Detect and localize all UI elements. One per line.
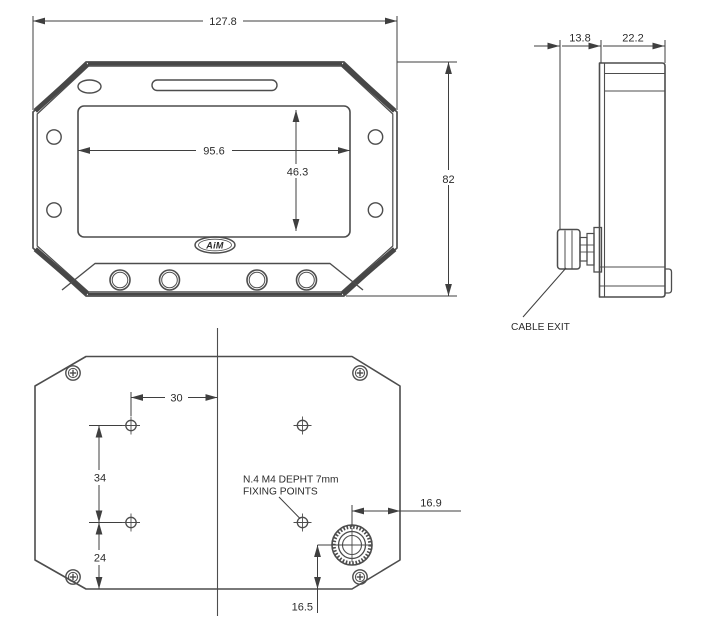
button-strip [61,262,364,291]
dimension-fixing-span-vertical: 34 [88,425,122,523]
fixing-point [122,513,140,532]
corner-screws [65,365,368,585]
light-sensor-oval [77,79,102,94]
front-view: AiM 127.8 82 [32,14,458,297]
back-view: 30 34 24 16.9 16.5 [34,328,461,616]
dim-label-overall-height: 82 [442,174,454,186]
top-slot [151,79,278,92]
dimension-display-width: 95.6 [78,144,350,158]
dim-label-fixing-span-horizontal: 30 [170,393,182,405]
side-body-lines [599,72,665,287]
corner-screw [352,365,368,381]
dimension-fixing-bottom-offset: 24 [88,522,111,589]
fixing-point [293,416,312,435]
front-housing-chamfer-shading [33,62,397,296]
dimension-gland-edge-offset: 16.9 [351,498,461,527]
side-body-outline [598,62,666,298]
aim-logo: AiM [194,236,236,254]
push-button-inner [298,271,315,289]
mounting-hole [46,129,62,145]
mounting-hole [46,202,62,218]
dim-label-gland-edge-offset: 16.9 [420,498,441,510]
dim-label-fixing-bottom-offset: 24 [94,553,106,565]
push-button [109,269,131,291]
fixing-note-line2: FIXING POINTS [243,487,318,498]
dimension-gland-bottom-offset: 16.5 [292,544,352,614]
dim-label-gland-bottom-offset: 16.5 [292,602,313,614]
aim-logo-text: AiM [205,240,224,250]
fixing-point [293,513,312,532]
side-rear-bump [665,268,673,294]
corner-screw [65,365,81,381]
dimension-overall-width: 127.8 [32,14,398,110]
cable-gland-side [556,226,603,273]
dim-label-bezel-depth: 13.8 [569,33,590,45]
front-housing-outline-inner [36,65,394,293]
dim-label-display-height: 46.3 [287,167,308,179]
mounting-hole [367,202,384,218]
dim-label-body-depth: 22.2 [622,33,643,45]
dimension-depths: 13.8 22.2 [534,33,666,229]
push-button [295,269,318,291]
front-mounting-holes [46,129,384,218]
push-button [158,269,181,291]
fixing-points [122,416,312,532]
corner-screw [65,569,81,585]
back-housing-outline [34,355,401,590]
push-button [246,269,268,291]
push-buttons [109,269,318,291]
corner-screw [352,569,368,585]
mounting-hole [367,129,384,145]
push-button-inner [111,271,129,289]
fixing-point [122,416,140,435]
dim-label-display-width: 95.6 [203,146,224,158]
push-button-inner [161,271,178,289]
front-housing-outline-outer [32,61,398,297]
dimension-display-height: 46.3 [281,110,314,231]
dim-label-fixing-span-vertical: 34 [94,473,106,485]
push-button-inner [248,271,266,289]
dimension-overall-height: 82 [346,61,458,297]
fixing-points-note: N.4 M4 DEPHT 7mm FIXING POINTS [243,475,338,519]
side-view: CABLE EXIT 13.8 22.2 [511,33,673,333]
cable-exit-label: CABLE EXIT [511,322,570,333]
dim-label-overall-width: 127.8 [209,16,237,28]
cable-exit-callout: CABLE EXIT [511,267,570,333]
dimension-fixing-span-horizontal: 30 [130,391,218,416]
fixing-note-line1: N.4 M4 DEPHT 7mm [243,475,338,486]
